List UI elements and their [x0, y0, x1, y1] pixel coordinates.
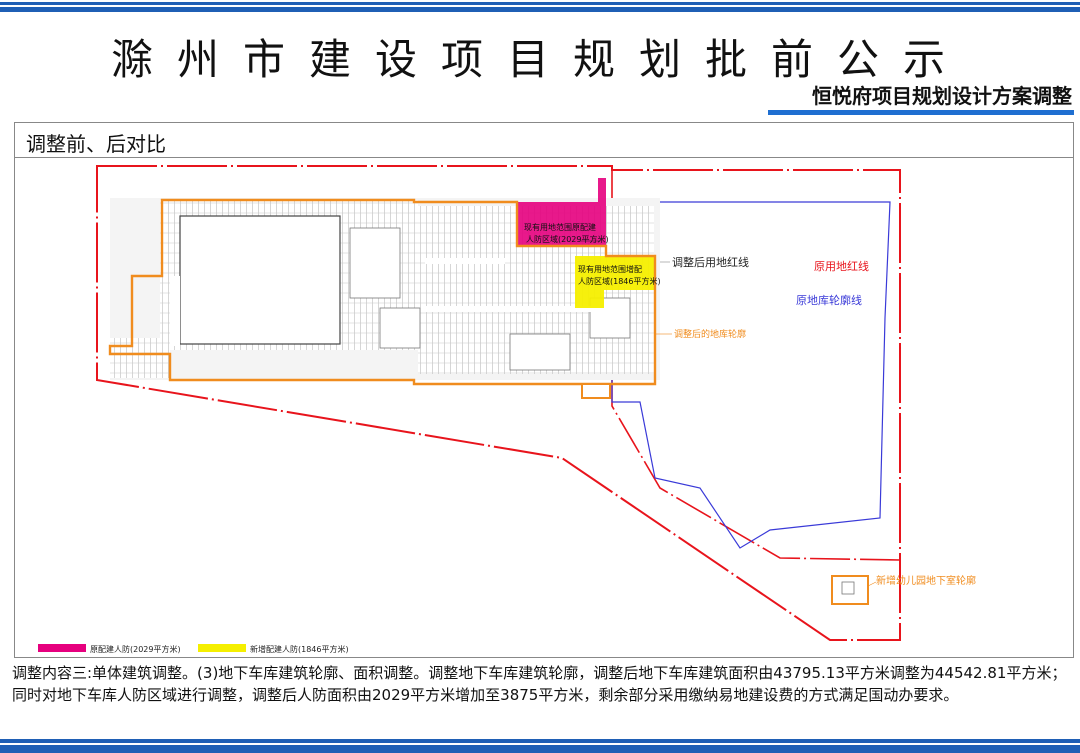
drawing-panel: [14, 122, 1074, 658]
yellow-region-label-line1: 现有用地范围增配: [578, 264, 642, 274]
kindergarten-basement-label: 新增幼儿园地下室轮廓: [876, 574, 976, 587]
kindergarten-core: [841, 581, 855, 595]
bottom-decorative-band: [0, 737, 1080, 753]
pink-region-label-line1: 现有用地范围原配建: [524, 222, 596, 232]
adjusted-garage-outline-label: 调整后的地库轮廓: [674, 328, 746, 340]
subtitle-underline: [768, 110, 1074, 115]
pink-region-label-line2: 人防区域(2029平方米): [526, 234, 609, 244]
legend-label-new: 新增配建人防(1846平方米): [250, 644, 349, 654]
original-air-defense-region: [517, 178, 606, 246]
section-title: 调整前、后对比: [26, 132, 166, 156]
top-decorative-band: [0, 0, 1080, 12]
legend-swatch-original: [38, 644, 86, 652]
page-title: 滁州市建设项目规划批前公示: [110, 35, 969, 84]
legend: 原配建人防(2029平方米) 新增配建人防(1846平方米): [38, 644, 349, 654]
original-garage-outline-label: 原地库轮廓线: [796, 293, 862, 307]
new-air-defense-region: [575, 256, 655, 308]
adjusted-red-line-label: 调整后用地红线: [672, 255, 749, 269]
kindergarten-leader: [867, 581, 877, 587]
legend-label-original: 原配建人防(2029平方米): [90, 644, 181, 654]
yellow-region-label-line2: 人防区域(1846平方米): [578, 276, 661, 286]
garage-annex: [581, 383, 611, 399]
basement-floor-plan: [110, 198, 660, 380]
site-plan-drawing: 现有用地范围原配建 人防区域(2029平方米) 现有用地范围增配 人防区域(18…: [38, 165, 976, 654]
kindergarten-basement-outline: [831, 575, 869, 605]
adjustment-description: 调整内容三:单体建筑调整。(3)地下车库建筑轮廓、面积调整。调整地下车库建筑轮廓…: [12, 664, 1067, 704]
original-red-line-boundary: [96, 165, 901, 641]
project-subtitle: 恒悦府项目规划设计方案调整: [812, 84, 1072, 108]
legend-swatch-new: [198, 644, 246, 652]
original-red-line-label: 原用地红线: [814, 259, 869, 273]
section-divider: [14, 157, 1074, 158]
original-garage-outline: [611, 201, 891, 549]
adjusted-garage-outline: [108, 198, 657, 386]
